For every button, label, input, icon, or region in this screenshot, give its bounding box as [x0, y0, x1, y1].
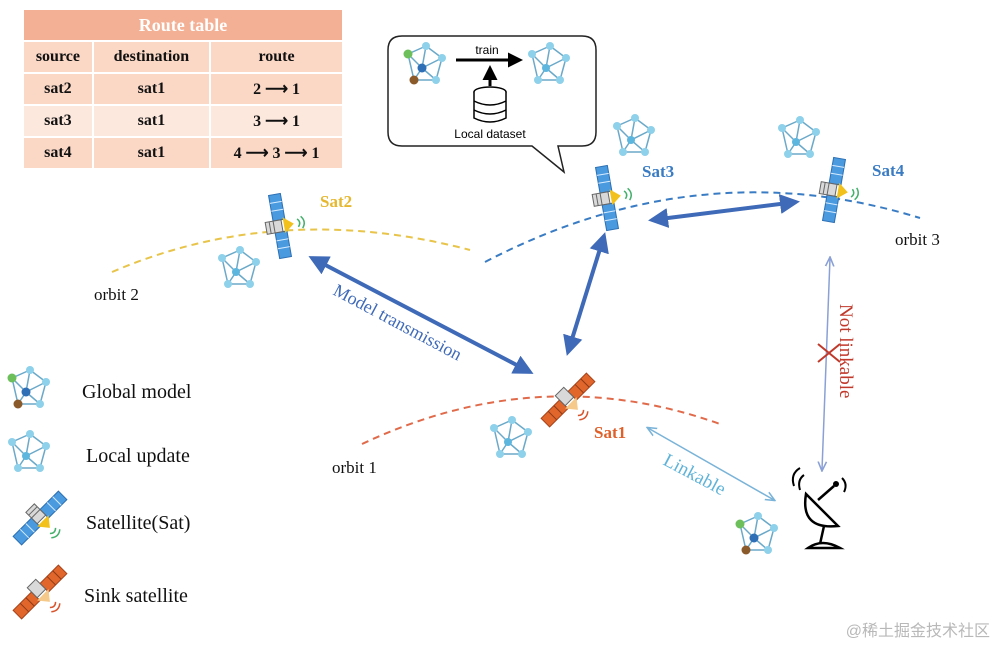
legend-sink-satellite-label: Sink satellite	[84, 585, 188, 607]
legend-local-update-icon	[7, 429, 51, 473]
sat4-satellite-icon	[813, 155, 865, 227]
orbit-3-label: orbit 3	[895, 230, 940, 249]
route-table-title: Route table	[22, 8, 344, 42]
table-row: sat3 sat1 3 ⟶ 1	[22, 104, 344, 138]
col-route: route	[209, 40, 344, 74]
cell-route: 4 ⟶ 3 ⟶ 1	[209, 136, 344, 170]
cell-route: 3 ⟶ 1	[209, 104, 344, 138]
train-label: train	[475, 43, 498, 57]
route-table: Route table source destination route sat…	[22, 8, 344, 170]
col-destination: destination	[91, 40, 212, 74]
legend-global-model-label: Global model	[82, 381, 192, 403]
orbit-3-path	[484, 191, 921, 263]
sat1-local-update-icon	[489, 415, 533, 459]
ground-global-model-icon	[736, 512, 779, 555]
legend-satellite-label: Satellite(Sat)	[86, 512, 190, 534]
sat4-label: Sat4	[872, 161, 905, 180]
sat2-label: Sat2	[320, 192, 352, 211]
cross-icon	[817, 343, 841, 363]
orbit-2-path	[111, 228, 471, 273]
database-icon	[473, 86, 507, 123]
table-row: sat4 sat1 4 ⟶ 3 ⟶ 1	[22, 136, 344, 170]
dataset-label: Local dataset	[454, 127, 526, 141]
orbit-2-label: orbit 2	[94, 285, 139, 304]
sat1-ground-link-arrow	[648, 428, 774, 500]
sat4-local-update-icon	[777, 115, 821, 159]
sat4-ground-link-arrow	[822, 258, 830, 470]
cell-source: sat2	[22, 72, 94, 106]
sat2-local-update-icon	[217, 245, 261, 289]
cell-destination: sat1	[91, 104, 212, 138]
cell-destination: sat1	[91, 72, 212, 106]
legend-global-model-icon	[8, 366, 51, 409]
orbit-1-path	[361, 395, 721, 445]
legend-local-update-label: Local update	[86, 445, 190, 467]
sat3-sat1-link-arrow	[563, 232, 609, 356]
table-row: sat2 sat1 2 ⟶ 1	[22, 72, 344, 106]
linkable-label: Linkable	[660, 450, 729, 500]
legend-sink-satellite-icon	[8, 560, 81, 633]
sat3-satellite-icon	[586, 161, 638, 233]
cell-source: sat4	[22, 136, 94, 170]
sat2-sat1-link-arrow	[308, 256, 534, 374]
cell-source: sat3	[22, 104, 94, 138]
col-source: source	[22, 40, 94, 74]
sat3-sat4-link-arrow	[648, 194, 800, 228]
sat3-local-update-icon	[612, 113, 656, 157]
orbit-1-label: orbit 1	[332, 458, 377, 477]
cell-destination: sat1	[91, 136, 212, 170]
cell-route: 2 ⟶ 1	[209, 72, 344, 106]
model-transmission-label: Model transmission	[330, 280, 465, 365]
ground-station-icon	[791, 467, 847, 550]
not-linkable-label: Not linkable	[835, 304, 856, 398]
watermark: @稀土掘金技术社区	[846, 622, 990, 640]
legend-satellite-icon	[6, 484, 81, 559]
sat1-label: Sat1	[594, 423, 626, 442]
sat2-satellite-icon	[259, 189, 311, 261]
sat3-label: Sat3	[642, 162, 674, 181]
